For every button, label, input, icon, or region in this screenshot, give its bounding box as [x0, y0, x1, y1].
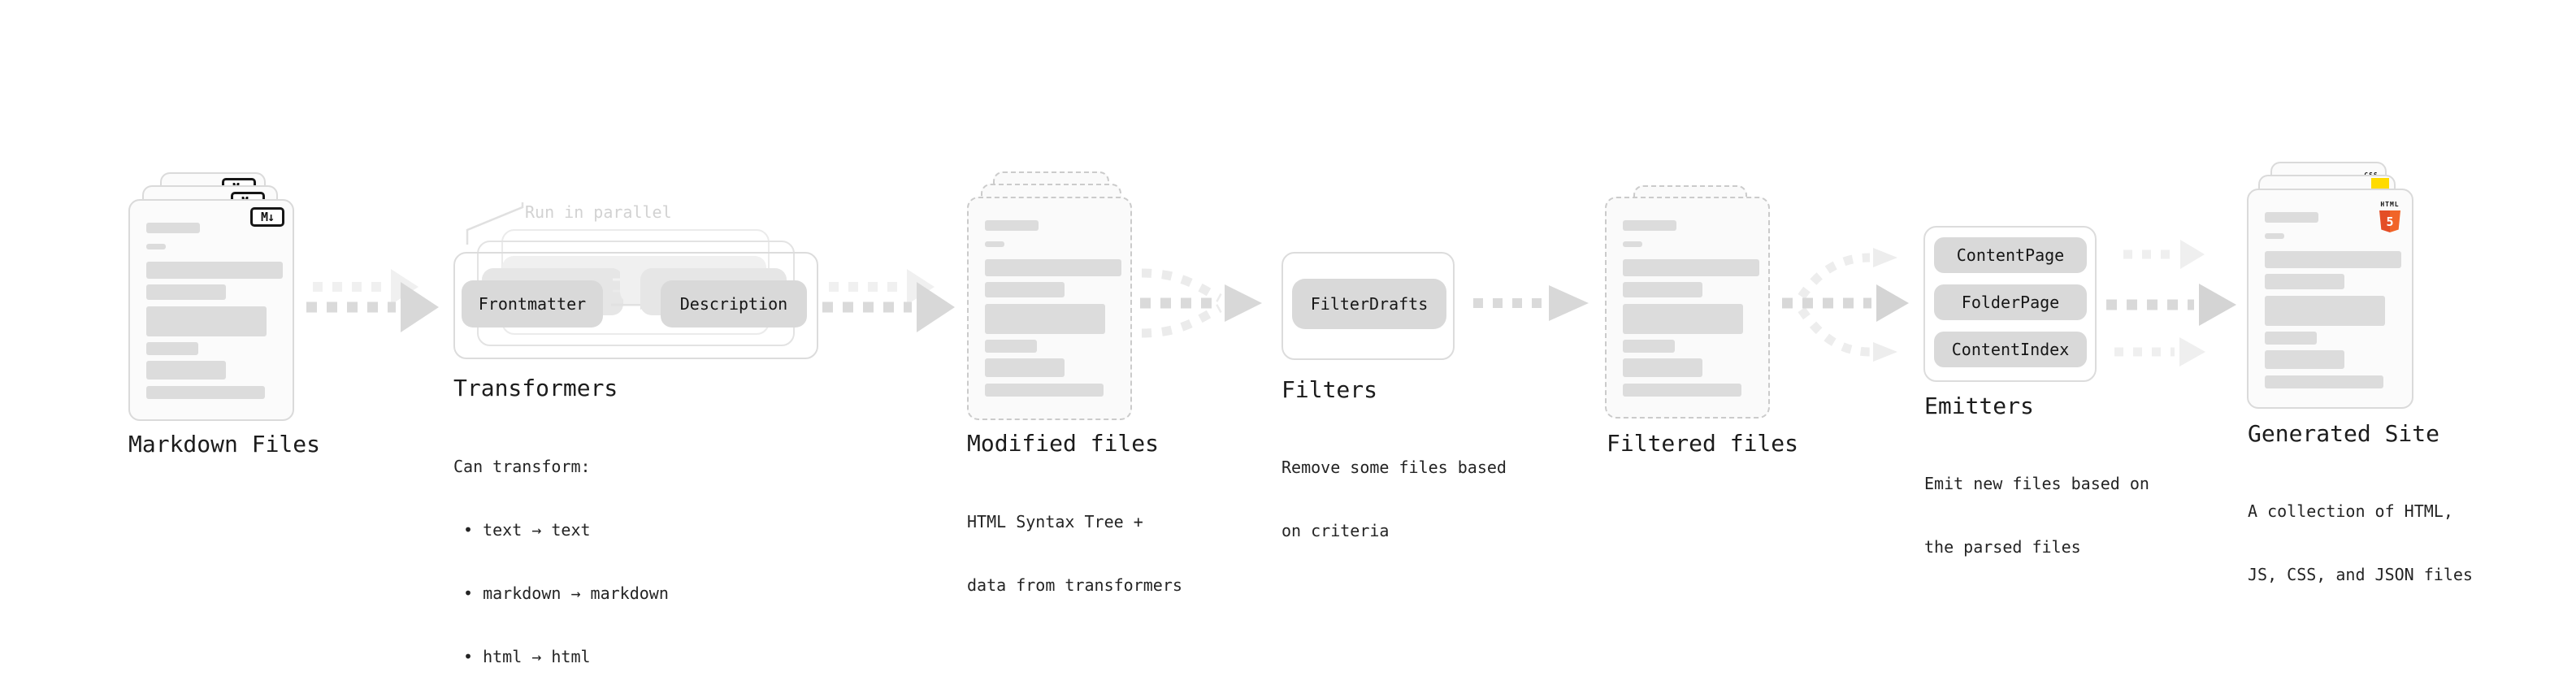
- arrow-modified-to-filters-icon: [1140, 268, 1262, 338]
- content-line: [1623, 304, 1743, 334]
- stage-label-modified-files: Modified files: [967, 430, 1160, 457]
- content-line: [1623, 241, 1642, 247]
- js-icon: [2371, 178, 2389, 190]
- emitters-description: Emit new files based on the parsed files: [1924, 431, 2149, 600]
- site-doc-html: HTML 5: [2247, 189, 2413, 409]
- content-line: [1623, 220, 1676, 231]
- content-line: [985, 384, 1104, 397]
- content-line: [985, 304, 1105, 334]
- desc-bullet: • text → text: [463, 520, 591, 540]
- desc-bullet: • html → html: [463, 647, 591, 666]
- desc-line: HTML Syntax Tree +: [967, 512, 1143, 531]
- stage-label-markdown-files: Markdown Files: [128, 431, 321, 458]
- content-line: [1623, 282, 1702, 297]
- desc-line: A collection of HTML,: [2248, 501, 2453, 521]
- content-line: [985, 241, 1004, 247]
- transformer-layer-front: [453, 252, 818, 359]
- content-line: [1623, 259, 1759, 276]
- content-line: [2265, 296, 2385, 326]
- plugin-chip-contentindex: ContentIndex: [1934, 332, 2087, 367]
- arrow-filters-to-filtered-icon: [1473, 285, 1589, 321]
- content-line: [146, 342, 198, 355]
- arrow-markdown-to-transformers-icon: [306, 269, 439, 332]
- content-line: [146, 262, 283, 279]
- desc-line: the parsed files: [1924, 537, 2081, 557]
- desc-bullet: • markdown → markdown: [463, 583, 669, 603]
- plugin-chip-frontmatter: Frontmatter: [462, 280, 603, 327]
- content-line: [2265, 332, 2317, 345]
- generated-site-description: A collection of HTML, JS, CSS, and JSON …: [2248, 458, 2473, 627]
- content-line: [2265, 251, 2401, 268]
- arrow-emitters-to-site-icon: [2106, 240, 2236, 367]
- content-line: [146, 244, 166, 249]
- desc-line: Can transform:: [453, 457, 591, 476]
- content-line: [2265, 375, 2383, 388]
- content-line: [1623, 340, 1675, 353]
- content-line: [2265, 233, 2284, 239]
- filters-description: Remove some files based on criteria: [1281, 414, 1507, 583]
- plugin-chip-contentpage: ContentPage: [1934, 237, 2087, 273]
- content-line: [2265, 212, 2318, 223]
- markdown-doc-front: M↓: [128, 199, 294, 421]
- content-line: [146, 223, 200, 233]
- desc-line: data from transformers: [967, 575, 1182, 595]
- content-line: [2265, 274, 2344, 289]
- stage-label-transformers: Transformers: [453, 375, 618, 401]
- plugin-chip-filterdrafts: FilterDrafts: [1292, 279, 1446, 329]
- markdown-icon: M↓: [250, 207, 284, 227]
- desc-line: on criteria: [1281, 521, 1390, 540]
- transformers-description: Can transform: • text → text • markdown …: [453, 414, 669, 681]
- filtered-doc-front: [1605, 197, 1770, 419]
- content-line: [146, 306, 267, 336]
- desc-line: JS, CSS, and JSON files: [2248, 565, 2473, 584]
- content-line: [1623, 384, 1741, 397]
- note-leader-line-icon: [466, 202, 524, 245]
- desc-line: Remove some files based: [1281, 458, 1507, 477]
- arrow-filtered-to-emitters-icon: [1782, 248, 1909, 362]
- content-line: [146, 361, 226, 380]
- stage-label-emitters: Emitters: [1924, 393, 2034, 419]
- stage-label-filters: Filters: [1281, 376, 1378, 403]
- content-line: [985, 220, 1039, 231]
- stage-label-filtered-files: Filtered files: [1607, 430, 1799, 457]
- content-line: [2265, 350, 2344, 369]
- content-line: [146, 386, 265, 399]
- stage-label-generated-site: Generated Site: [2248, 420, 2440, 447]
- content-line: [985, 259, 1121, 276]
- content-line: [1623, 358, 1702, 377]
- modified-doc-front: [967, 197, 1132, 420]
- html5-icon: HTML 5: [2378, 194, 2402, 232]
- modified-files-description: HTML Syntax Tree + data from transformer…: [967, 469, 1182, 638]
- plugin-chip-folderpage: FolderPage: [1934, 284, 2087, 320]
- content-line: [985, 340, 1037, 353]
- content-line: [146, 284, 226, 300]
- content-line: [985, 358, 1065, 377]
- arrow-transformers-to-modified-icon: [822, 269, 955, 332]
- desc-line: Emit new files based on: [1924, 474, 2149, 493]
- plugin-chip-description: Description: [661, 280, 807, 327]
- content-line: [985, 282, 1065, 297]
- run-in-parallel-note: Run in parallel: [525, 202, 672, 222]
